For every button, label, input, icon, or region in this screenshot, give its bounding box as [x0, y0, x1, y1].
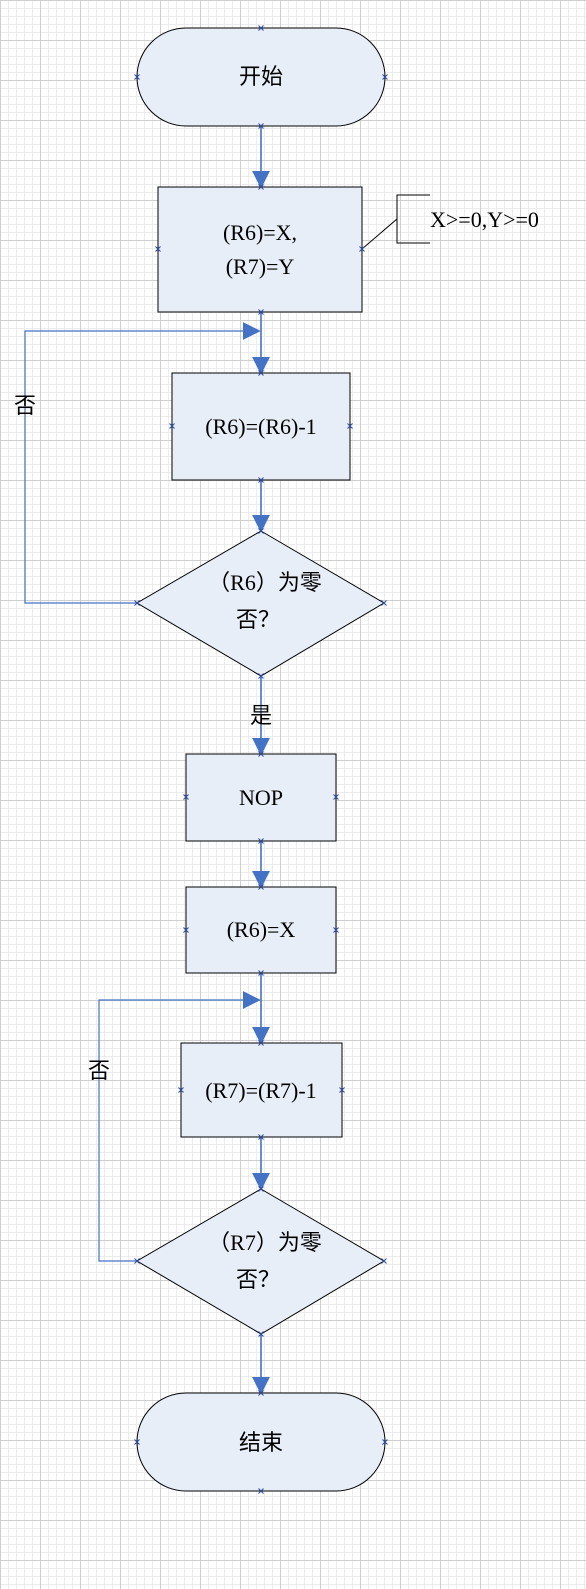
annotation: X>=0,Y>=0: [361, 194, 539, 250]
connection-point-marker: [134, 1439, 140, 1445]
connection-point-marker: [134, 1258, 140, 1264]
nop-label: NOP: [239, 785, 283, 810]
connection-point-marker: [258, 184, 264, 190]
connection-point-marker: [258, 1488, 264, 1494]
connection-point-marker: [258, 1331, 264, 1337]
connection-point-marker: [258, 1390, 264, 1396]
edge-label-r6-yes: 是: [250, 703, 272, 728]
connection-point-marker: [258, 477, 264, 483]
init-label-line1: (R6)=X,: [223, 220, 297, 245]
test-r6-label-line2: 否？: [236, 607, 280, 632]
dec-r7-label: (R7)=(R7)-1: [205, 1078, 316, 1103]
connection-point-marker: [258, 123, 264, 129]
connection-point-marker: [382, 74, 388, 80]
connection-point-markers: [134, 25, 388, 1494]
start-terminator: 开始: [136, 27, 386, 127]
dec-r6-label: (R6)=(R6)-1: [205, 414, 316, 439]
connection-point-marker: [258, 838, 264, 844]
connection-point-marker: [258, 884, 264, 890]
connection-point-marker: [339, 1087, 345, 1093]
connection-point-marker: [258, 370, 264, 376]
connectors: [24, 126, 270, 1395]
connection-point-marker: [381, 600, 387, 606]
connection-point-marker: [258, 309, 264, 315]
reset-r6-process: (R6)=X: [185, 886, 337, 974]
edge-label-r6-no: 否: [14, 393, 36, 418]
test-r7-decision: （R7）为零 否？: [136, 1188, 385, 1335]
connection-point-marker: [333, 794, 339, 800]
connection-point-marker: [258, 751, 264, 757]
test-r6-label-line1: （R6）为零: [208, 570, 322, 595]
connection-point-marker: [333, 927, 339, 933]
connection-point-marker: [359, 246, 365, 252]
connection-point-marker: [134, 600, 140, 606]
connection-point-marker: [258, 1040, 264, 1046]
connection-point-marker: [258, 528, 264, 534]
nop-process: NOP: [185, 753, 337, 842]
connection-point-marker: [134, 74, 140, 80]
connection-point-marker: [178, 1087, 184, 1093]
loop-r7-no: [98, 991, 261, 1262]
end-terminator: 结束: [136, 1392, 386, 1492]
connection-point-marker: [258, 970, 264, 976]
connection-point-marker: [258, 1134, 264, 1140]
annotation-text: X>=0,Y>=0: [430, 207, 539, 232]
connection-point-marker: [169, 423, 175, 429]
test-r6-decision: （R6）为零 否？: [136, 530, 385, 677]
init-label-line2: (R7)=Y: [226, 254, 295, 279]
connection-point-marker: [347, 423, 353, 429]
dec-r6-process: (R6)=(R6)-1: [171, 372, 351, 481]
end-label: 结束: [239, 1430, 283, 1455]
connection-point-marker: [258, 1186, 264, 1192]
connection-point-marker: [258, 25, 264, 31]
test-r7-label-line1: （R7）为零: [208, 1230, 322, 1255]
start-label: 开始: [239, 64, 283, 89]
test-r7-label-line2: 否？: [236, 1267, 280, 1292]
init-process: (R6)=X, (R7)=Y: [157, 186, 363, 313]
dec-r7-process: (R7)=(R7)-1: [180, 1042, 343, 1138]
connection-point-marker: [258, 673, 264, 679]
connection-point-marker: [183, 794, 189, 800]
loop-r6-no: [24, 322, 261, 604]
connection-point-marker: [183, 927, 189, 933]
connection-point-marker: [382, 1439, 388, 1445]
reset-r6-label: (R6)=X: [227, 917, 296, 942]
edge-label-r7-no: 否: [88, 1058, 110, 1083]
connection-point-marker: [381, 1258, 387, 1264]
connection-point-marker: [155, 246, 161, 252]
